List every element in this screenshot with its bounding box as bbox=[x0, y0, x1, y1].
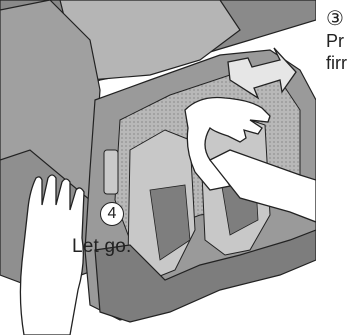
step-3-line-2: firr bbox=[326, 52, 347, 74]
step-4-number: 4 bbox=[100, 202, 124, 226]
illustration-svg bbox=[0, 0, 316, 335]
step-3-instruction: ③ Pr firr bbox=[326, 8, 347, 74]
step-3-line-1: Pr bbox=[326, 30, 347, 52]
step-4-label: Let go. bbox=[72, 236, 132, 258]
release-lever bbox=[104, 150, 118, 194]
step-3-number: ③ bbox=[326, 8, 344, 30]
massage-chair-leg-rest-illustration bbox=[0, 0, 316, 335]
